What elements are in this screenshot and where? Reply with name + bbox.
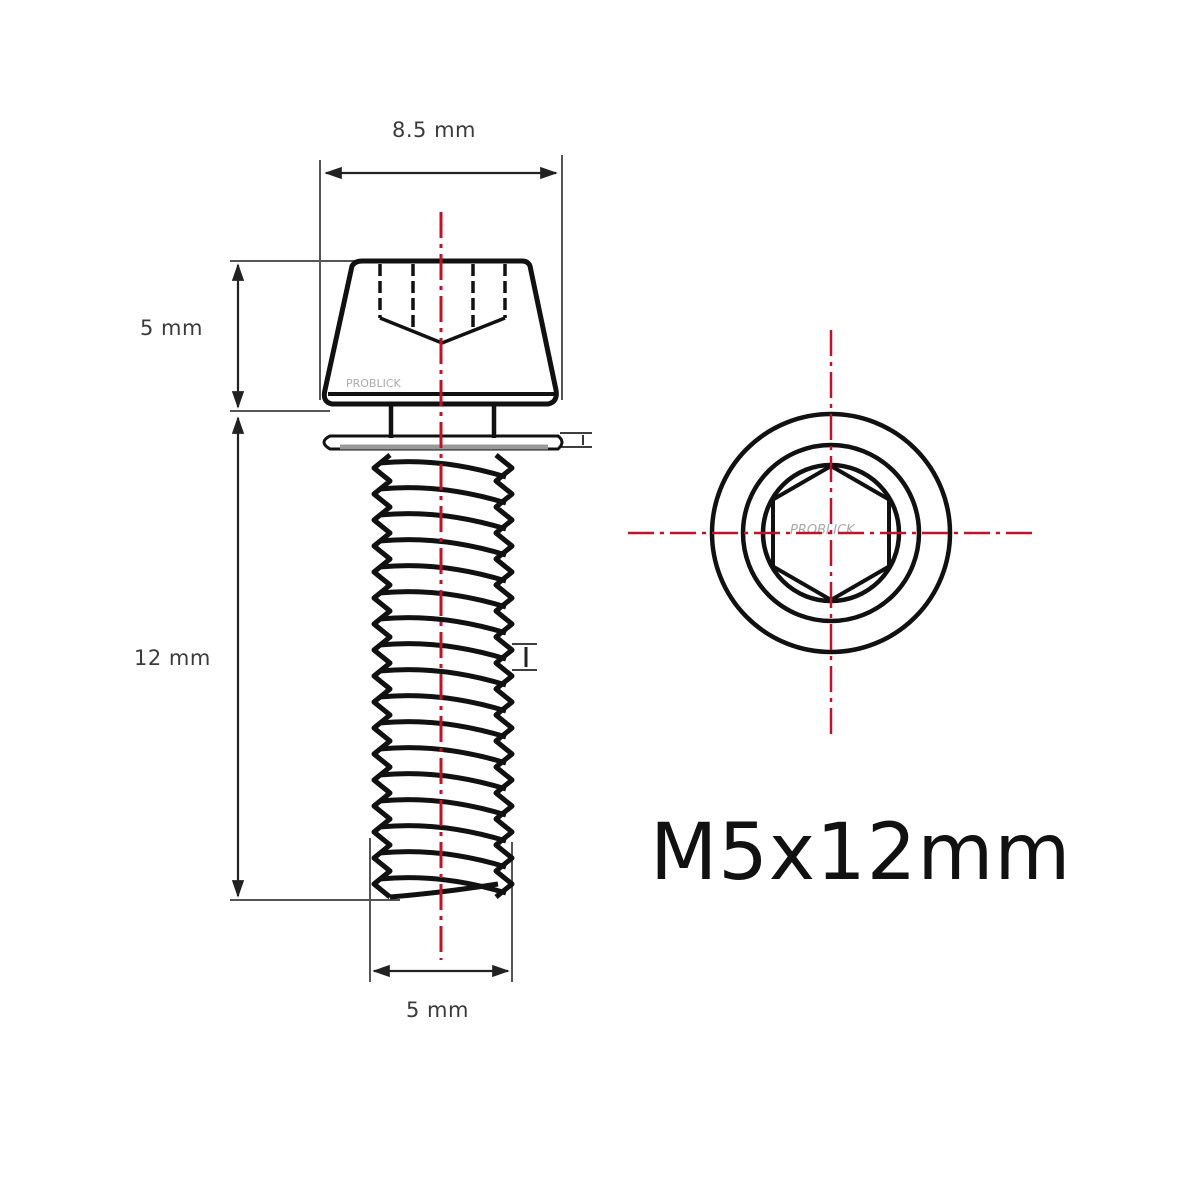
threaded-shank: [371, 453, 515, 900]
head-height-label: 5 mm: [140, 316, 203, 340]
head-watermark: PROBLICK: [346, 377, 402, 390]
thread-diameter-label: 5 mm: [406, 998, 469, 1022]
dimension-lines: [231, 166, 558, 978]
extension-lines: [230, 155, 563, 982]
head-width-label: 8.5 mm: [392, 118, 476, 142]
thread-pitch-dimension: [512, 643, 537, 671]
hex-socket-hidden-lines: [378, 264, 507, 330]
thread-length-label: 12 mm: [134, 646, 211, 670]
washer-thickness-dimension: [560, 432, 592, 448]
washer-flange: [322, 404, 564, 451]
top-view-centerlines: [628, 330, 1035, 735]
bolt-size-title: M5x12mm: [650, 808, 1072, 898]
top-view-watermark: PROBLICK: [790, 523, 856, 538]
